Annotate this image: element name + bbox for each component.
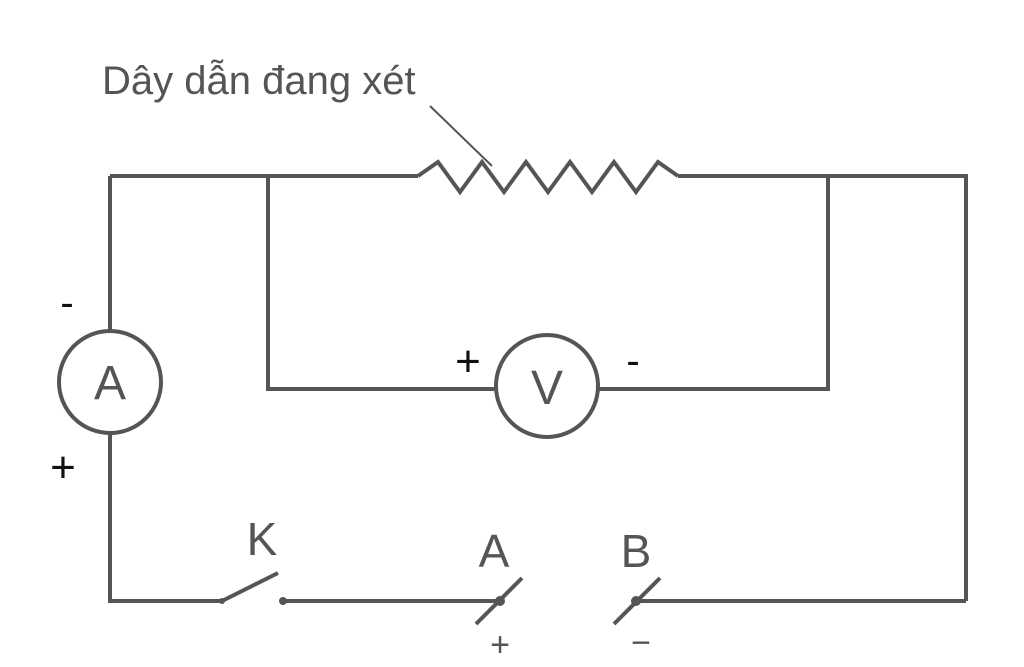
conductor-label: Dây dẫn đang xét <box>102 58 416 103</box>
ammeter: A - + <box>50 281 163 492</box>
wire-volt-left <box>266 176 496 391</box>
conductor-annotation: Dây dẫn đang xét <box>102 58 493 167</box>
switch-pivot <box>219 598 225 604</box>
main-wires <box>108 158 968 603</box>
resistor-zigzag <box>416 158 680 196</box>
wire-left-lower <box>108 433 222 603</box>
terminal-b-label: B <box>621 525 652 577</box>
terminal-a: A + <box>474 525 524 664</box>
voltmeter-plus: + <box>455 337 481 386</box>
terminal-a-label: A <box>479 525 510 577</box>
ammeter-circle <box>57 329 163 435</box>
switch-label: K <box>247 513 278 565</box>
wire-top-right <box>678 174 968 601</box>
voltmeter-symbol: V <box>531 362 563 415</box>
voltmeter-circle <box>494 333 600 439</box>
terminal-a-polarity: + <box>490 626 510 664</box>
voltmeter-branch <box>266 176 830 391</box>
ammeter-symbol: A <box>94 357 126 410</box>
switch-contact <box>279 597 287 605</box>
voltmeter-minus: - <box>626 339 639 383</box>
terminal-b-polarity: − <box>631 624 651 662</box>
terminal-b: B − <box>612 525 662 662</box>
ammeter-minus: - <box>60 281 73 325</box>
voltmeter: V + - <box>455 333 640 439</box>
wire-volt-right <box>598 176 830 391</box>
switch-lever <box>221 571 279 603</box>
terminal-b-dot <box>631 596 641 606</box>
terminal-a-dot <box>495 596 505 606</box>
switch-k: K <box>219 513 287 605</box>
ammeter-plus: + <box>50 443 76 492</box>
conductor-leader-line <box>429 105 493 167</box>
